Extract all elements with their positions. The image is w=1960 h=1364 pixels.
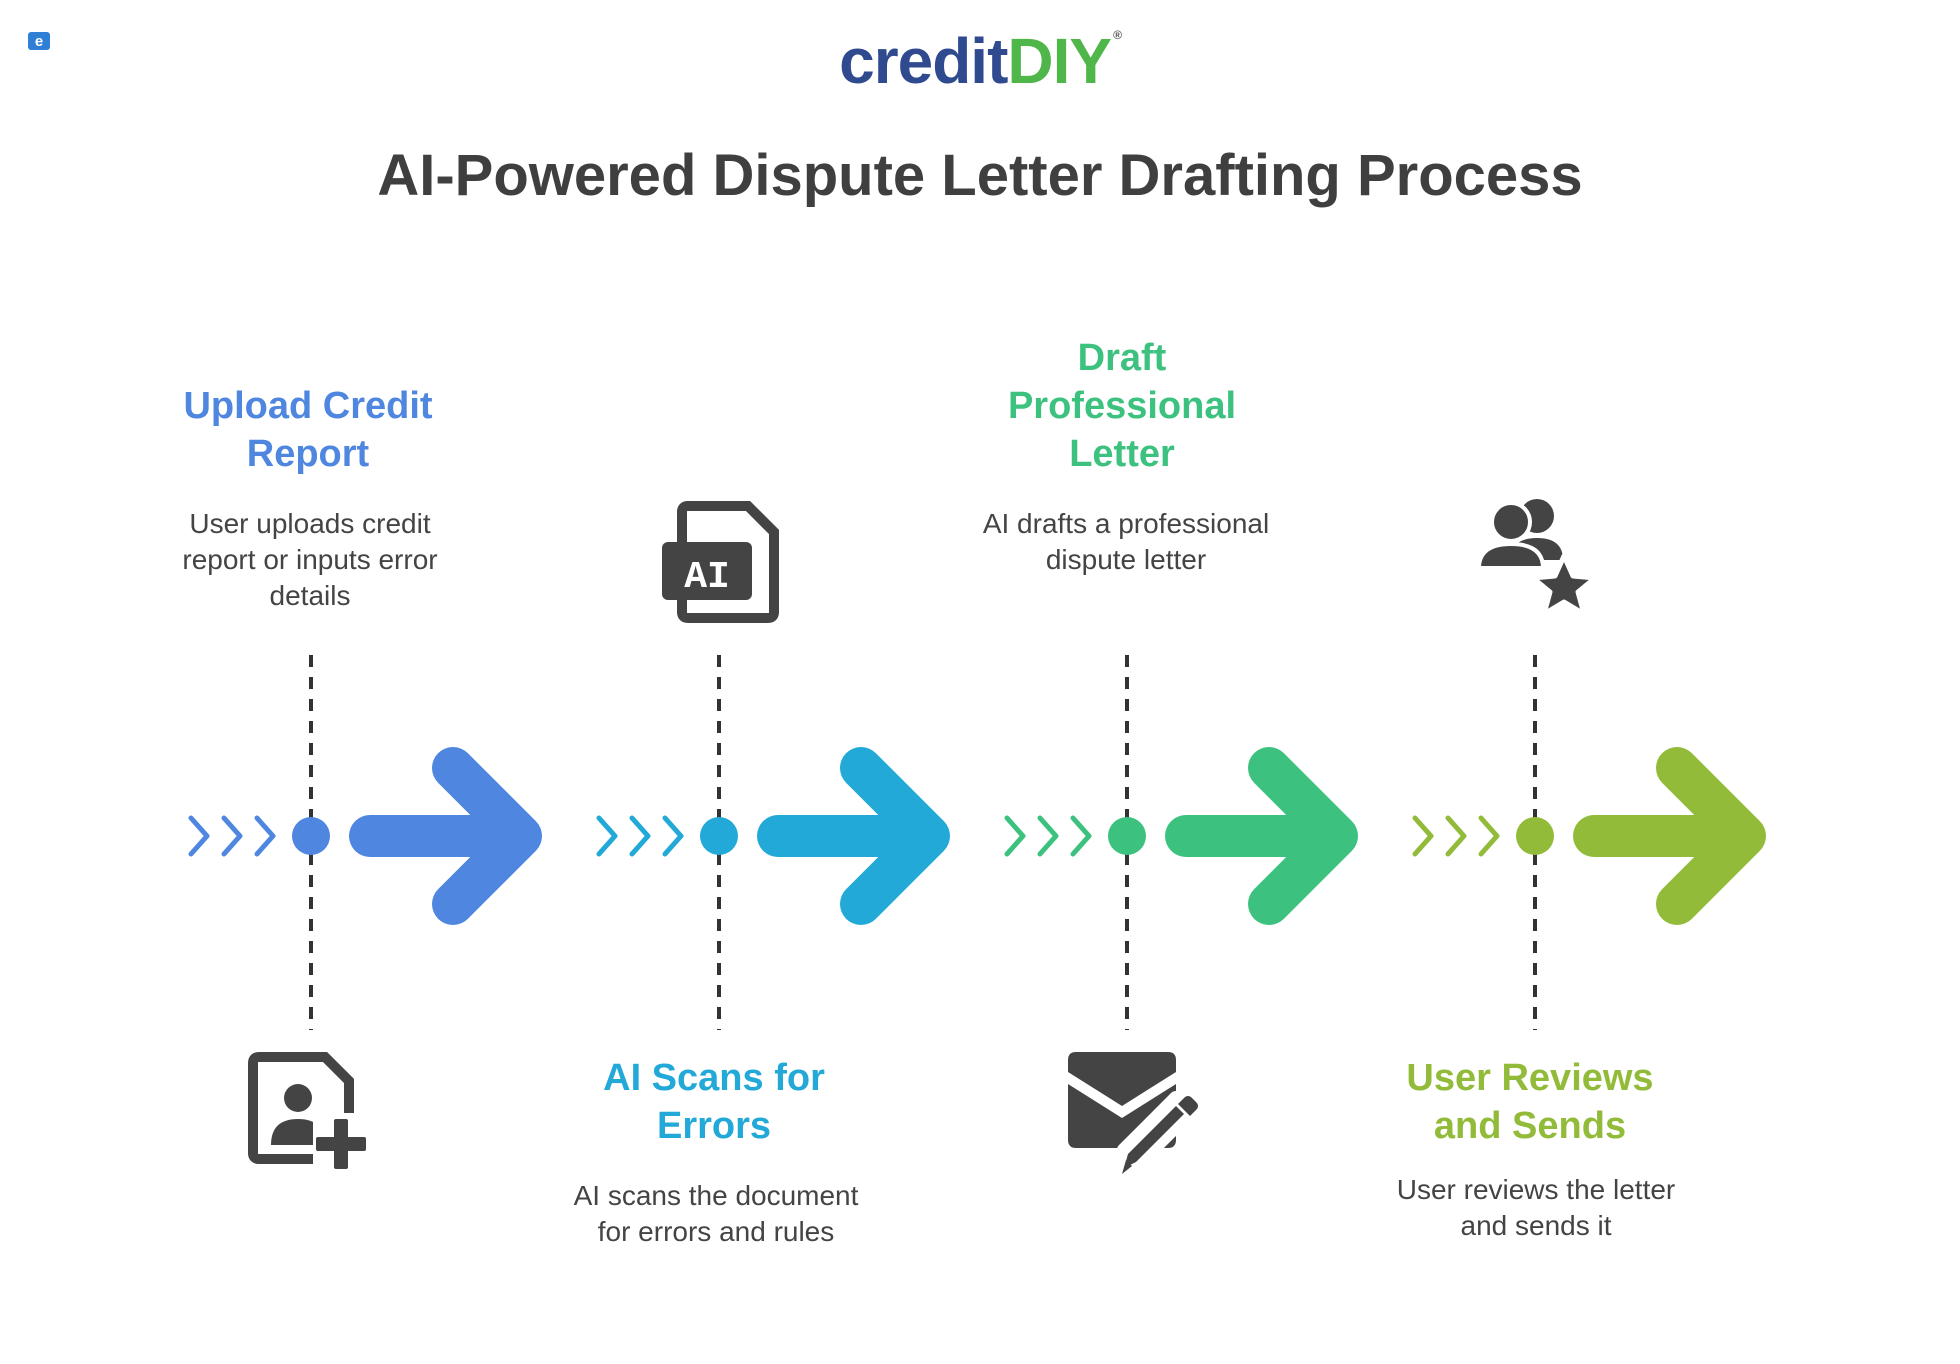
step-1-chevrons [188, 815, 276, 857]
envelope-pen-icon [1068, 1052, 1198, 1175]
step-4-description: User reviews the letter and sends it [1396, 1174, 1676, 1241]
logo-word-diy: DIY [1007, 25, 1112, 97]
document-user-plus-icon [248, 1052, 369, 1169]
svg-text:e: e [35, 33, 43, 50]
step-4-arrow [1573, 747, 1766, 925]
step-1-arrow [349, 747, 542, 925]
logo-word-credit: credit [839, 25, 1008, 97]
step-2-chevrons [596, 815, 684, 857]
step-2-node [700, 817, 738, 855]
registered-mark: ® [1113, 28, 1122, 42]
e-logo-icon: e [28, 32, 50, 50]
svg-text:AI: AI [684, 556, 730, 599]
step-3-title: Draft Professional Letter [1007, 337, 1237, 475]
brand-logo: creditDIY® [0, 24, 1960, 98]
step-1-description: User uploads credit report or inputs err… [182, 508, 438, 611]
step-2-description: AI scans the document for errors and rul… [573, 1180, 859, 1247]
step-4-title: User Reviews and Sends [1406, 1057, 1654, 1147]
step-3-chevrons [1004, 815, 1092, 857]
step-3-arrow [1165, 747, 1358, 925]
step-1-node [292, 817, 330, 855]
step-2-arrow [757, 747, 950, 925]
step-2-title: AI Scans for Errors [603, 1057, 825, 1147]
users-star-icon [1476, 499, 1598, 617]
step-4-chevrons [1412, 815, 1500, 857]
ai-file-icon: AI [662, 501, 779, 623]
step-1-title: Upload Credit Report [183, 385, 433, 475]
step-3-node [1108, 817, 1146, 855]
step-4-node [1516, 817, 1554, 855]
step-3-description: AI drafts a professional dispute letter [982, 508, 1270, 575]
page-title: AI-Powered Dispute Letter Drafting Proce… [377, 143, 1583, 208]
